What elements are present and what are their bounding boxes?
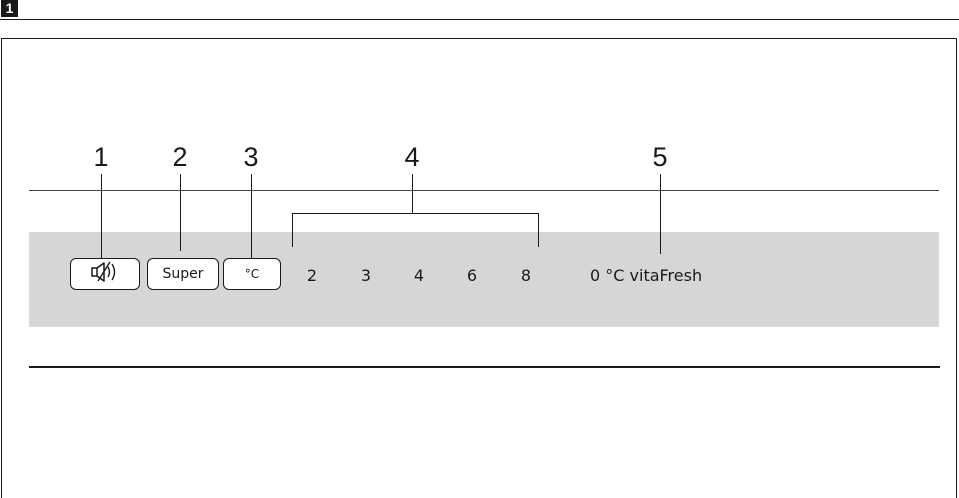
temperature-level-4: 4 (413, 266, 425, 285)
super-button-label: Super (162, 266, 204, 282)
leader-line-2 (180, 174, 181, 251)
figure-number-badge: 1 (1, 0, 18, 17)
figure-top-rule (0, 19, 959, 20)
leader-line-1 (101, 174, 102, 260)
bracket-top-bar (292, 213, 538, 214)
alarm-off-button[interactable] (70, 258, 140, 290)
super-button[interactable]: Super (147, 258, 219, 290)
panel-bottom-edge-line (29, 366, 940, 368)
leader-line-4 (412, 174, 413, 214)
temperature-level-3: 3 (360, 266, 372, 285)
speaker-mute-icon (89, 261, 121, 287)
leader-line-5 (660, 174, 661, 254)
temperature-level-6: 6 (466, 266, 478, 285)
callout-4: 4 (404, 142, 420, 172)
bracket-right-leg (538, 213, 539, 247)
callout-3: 3 (243, 142, 259, 172)
temperature-button-label: °C (244, 267, 260, 281)
temperature-level-2: 2 (306, 266, 318, 285)
figure-frame (1, 38, 957, 498)
temperature-level-8: 8 (520, 266, 532, 285)
bracket-left-leg (292, 213, 293, 247)
vitafresh-zone-label: 0 °C vitaFresh (590, 266, 703, 285)
leader-line-3 (251, 174, 252, 260)
callout-1: 1 (93, 142, 109, 172)
callout-5: 5 (652, 142, 668, 172)
temperature-button[interactable]: °C (223, 258, 281, 290)
panel-top-edge-line (29, 190, 939, 191)
callout-2: 2 (172, 142, 188, 172)
